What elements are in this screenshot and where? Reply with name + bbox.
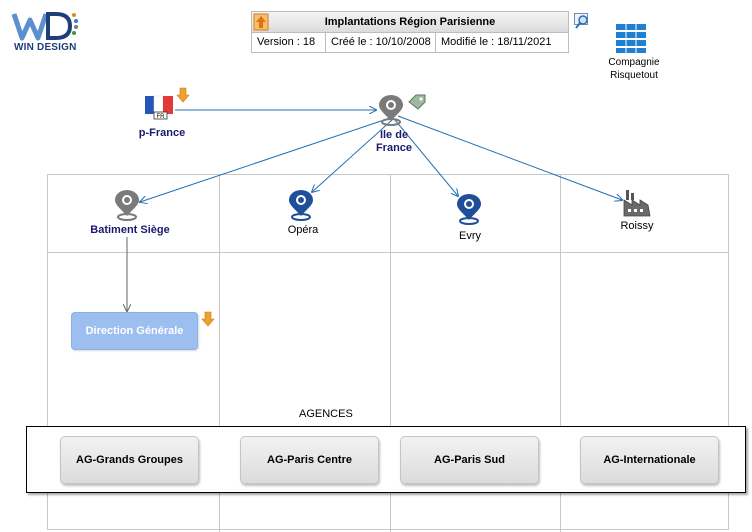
modified-cell: Modifié le : 18/11/2021 [441, 36, 552, 48]
site-grid [47, 174, 729, 530]
diagram-title-text: Implantations Région Parisienne [324, 16, 496, 28]
blue-location-pin-icon[interactable] [454, 194, 484, 226]
node-label-batiment: Batiment Siège [90, 224, 170, 236]
windesign-logo [10, 8, 80, 58]
node-label-idf-line1: Ile de [379, 129, 409, 141]
node-label-idf-line2: France [375, 142, 413, 154]
flag-tag-text: FR [157, 114, 166, 120]
agence-button[interactable]: AG-Grands Groupes [60, 436, 199, 484]
company-stack-icon [616, 24, 646, 53]
company-label: Compagnie Risquetout [596, 56, 672, 82]
node-label-opera: Opéra [287, 224, 319, 236]
grid-divider [219, 174, 220, 532]
link-idf-evry [394, 119, 458, 196]
link-idf-opera [312, 119, 393, 192]
link-idf-roissy [397, 115, 622, 200]
company-label-line2: Risquetout [610, 70, 658, 81]
france-flag-icon[interactable]: FR [145, 95, 175, 121]
agence-button[interactable]: AG-Internationale [580, 436, 719, 484]
orange-down-arrow-icon [201, 311, 215, 327]
agences-title: AGENCES [299, 408, 353, 420]
version-cell: Version : 18 [252, 33, 326, 52]
grid-divider [390, 174, 391, 532]
zoom-icon[interactable] [574, 13, 592, 31]
diagram-header: Implantations Région Parisienne Version … [251, 11, 569, 53]
factory-icon[interactable] [622, 190, 652, 218]
agence-button[interactable]: AG-Paris Centre [240, 436, 379, 484]
up-arrow-icon[interactable] [253, 13, 269, 31]
node-label-france: p-France [138, 127, 186, 139]
logo-brand-text: WIN DESIGN [14, 42, 77, 53]
link-idf-batiment [140, 117, 391, 202]
tag-icon [408, 94, 426, 110]
diagram-meta-row: Version : 18 Créé le : 10/10/2008 Modifi… [252, 33, 568, 52]
node-label-evry: Evry [459, 230, 481, 242]
node-label-idf: Ile de France [355, 129, 433, 155]
grid-divider [560, 174, 561, 532]
diagram-title: Implantations Région Parisienne [252, 12, 568, 33]
company-label-line1: Compagnie [608, 57, 660, 68]
node-label-roissy: Roissy [620, 220, 654, 232]
direction-generale-box[interactable]: Direction Générale [71, 312, 198, 350]
gray-location-pin-icon[interactable] [376, 95, 406, 127]
gray-location-pin-icon[interactable] [112, 190, 142, 222]
agence-button[interactable]: AG-Paris Sud [400, 436, 539, 484]
created-cell: Créé le : 10/10/2008 [326, 33, 436, 52]
orange-down-arrow-icon [176, 87, 190, 103]
grid-row-divider [47, 252, 729, 253]
blue-location-pin-icon[interactable] [286, 190, 316, 222]
